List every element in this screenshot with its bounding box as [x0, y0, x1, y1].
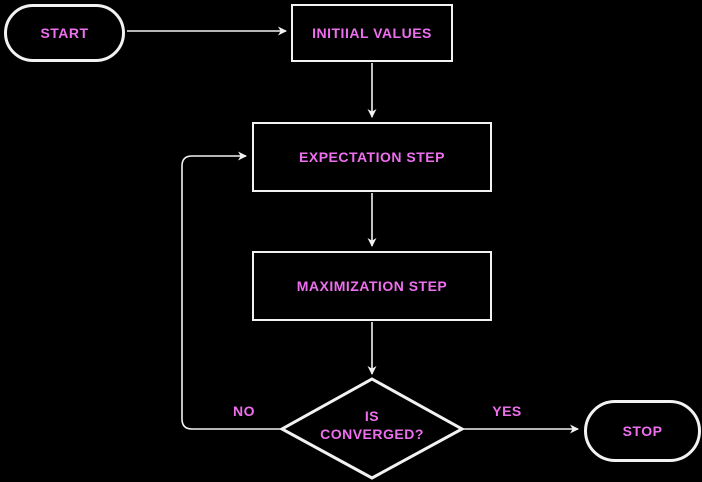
expectation-step-node: EXPECTATION STEP — [252, 122, 492, 192]
decision-diamond-shape — [278, 377, 466, 480]
edge-label-yes: YES — [492, 403, 522, 419]
start-node: START — [4, 4, 125, 62]
stop-node: STOP — [584, 400, 701, 462]
maximization-step-node: MAXIMIZATION STEP — [252, 251, 492, 321]
initial-values-node: INITIIAL VALUES — [291, 4, 453, 62]
edge-decision-no-loop — [181, 151, 281, 430]
decision-node-label: IS CONVERGED? — [320, 408, 424, 442]
edge-label-no: NO — [233, 403, 255, 419]
